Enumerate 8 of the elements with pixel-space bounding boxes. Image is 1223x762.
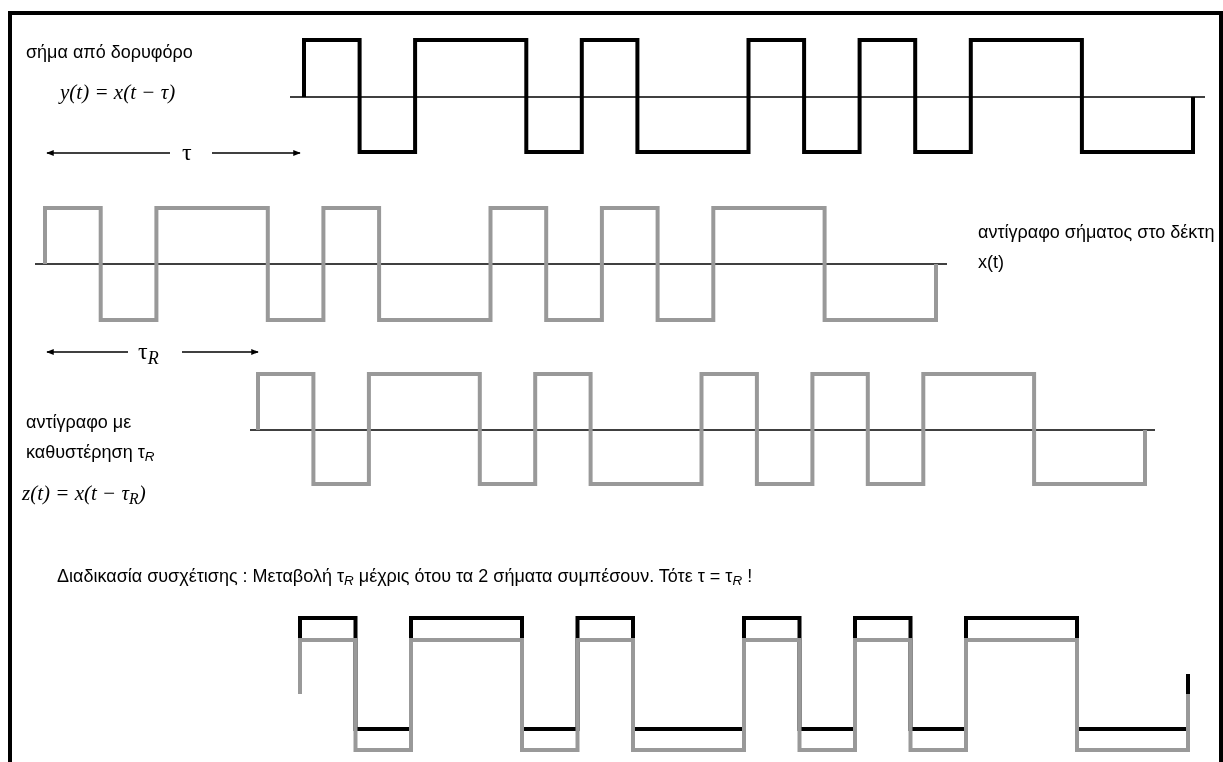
equation: z(t) = x(t − τ$_{R}$) <box>22 480 146 508</box>
caption-text: Διαδικασία συσχέτισης : Μεταβολή τ$_{R}$ μέχρις ότου τα 2 σήματα συμπέσουν. Τότε τ = τ$_{R}$ ! <box>57 565 753 591</box>
signal-label: αντίγραφο σήματος στο δέκτη x(t) <box>978 221 1216 274</box>
signal-label: σήμα από δορυφόρο <box>26 41 193 64</box>
dimension-label: τ$_{R}$ <box>138 337 159 366</box>
dimension-label: τ <box>182 138 192 167</box>
signal-label: αντίγραφο με καθυστέρηση τ$_{R}$ <box>26 411 156 467</box>
equation: y(t) = x(t − τ) <box>60 79 176 106</box>
